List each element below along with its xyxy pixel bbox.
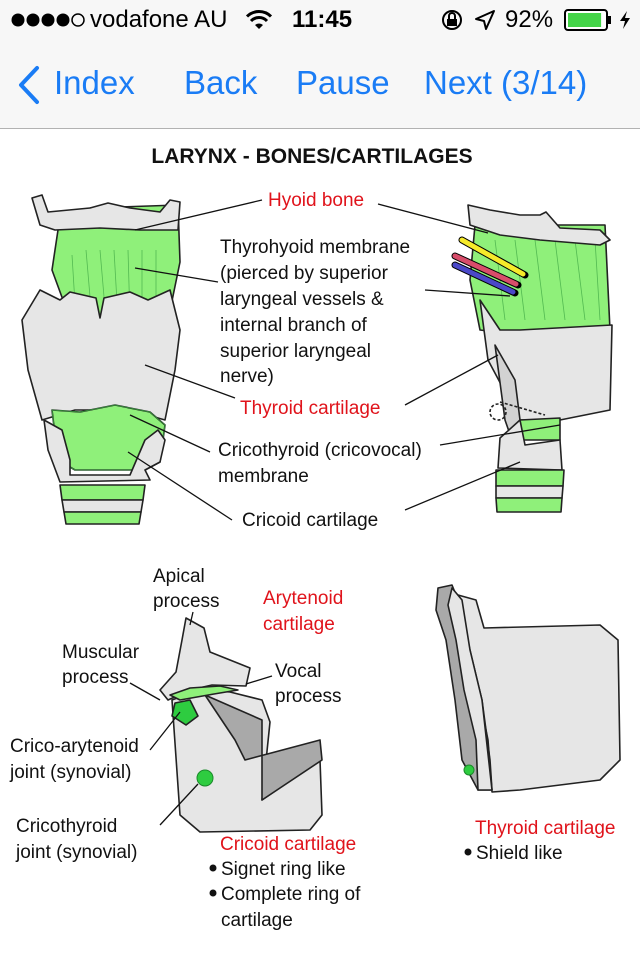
cricoid-label: Cricoid cartilage xyxy=(242,510,378,531)
navigation-bar: Index Back Pause Next (3/14) xyxy=(0,40,640,129)
apical-line-1: Apical xyxy=(153,566,205,587)
cricothyroid-joint-line-2: joint (synovial) xyxy=(15,842,137,863)
status-bar: vodafone AU 11:45 92% xyxy=(0,0,640,40)
larynx-side-view xyxy=(467,204,613,513)
bullet-dot xyxy=(209,889,217,897)
bullet-dot xyxy=(464,848,472,856)
thyrohyoid-line-2: (pierced by superior xyxy=(220,263,389,284)
arytenoid-line-2: cartilage xyxy=(263,614,335,635)
thyrohyoid-line-6: nerve) xyxy=(220,366,274,387)
vocal-line-1: Vocal xyxy=(275,661,321,682)
clock-time: 11:45 xyxy=(292,6,353,33)
lower-leader-lines xyxy=(129,611,273,826)
pause-button[interactable]: Pause xyxy=(296,64,390,101)
cricothyroid-joint-dot xyxy=(196,769,214,787)
figure-title: LARYNX - BONES/CARTILAGES xyxy=(151,145,472,168)
rotation-lock-icon xyxy=(442,10,462,30)
battery-icon xyxy=(564,9,611,31)
cricoid-bullet-2-cont: cartilage xyxy=(221,910,293,931)
cricothyroid-line-2: membrane xyxy=(218,466,309,487)
arytenoid-cricoid-drawing xyxy=(159,617,323,833)
hyoid-label: Hyoid bone xyxy=(268,190,364,211)
charging-bolt-icon xyxy=(620,11,630,29)
muscular-line-1: Muscular xyxy=(62,642,140,663)
crico-arytenoid-line-2: joint (synovial) xyxy=(9,762,131,783)
vocal-line-2: process xyxy=(275,686,342,707)
back-button[interactable]: Back xyxy=(184,64,258,101)
apical-line-2: process xyxy=(153,591,220,612)
superior-laryngeal-vessels-icon xyxy=(451,236,529,297)
bullet-dot xyxy=(209,864,217,872)
thyroid-cartilage-drawing xyxy=(435,584,621,793)
larynx-diagram: LARYNX - BONES/CARTILAGES xyxy=(9,145,621,931)
muscular-line-2: process xyxy=(62,667,129,688)
carrier-name: vodafone AU xyxy=(90,6,228,33)
thyroid-label: Thyroid cartilage xyxy=(240,398,380,419)
thyroid-label-lower: Thyroid cartilage xyxy=(475,818,615,839)
wifi-icon xyxy=(246,10,272,29)
cricothyroid-line-1: Cricothyroid (cricovocal) xyxy=(218,440,422,461)
thyrohyoid-line-3: laryngeal vessels & xyxy=(220,289,384,310)
slide-content: LARYNX - BONES/CARTILAGES xyxy=(0,129,640,960)
battery-percent: 92% xyxy=(505,6,554,33)
crico-arytenoid-line-1: Crico-arytenoid xyxy=(10,736,139,757)
thyrohyoid-line-1: Thyrohyoid membrane xyxy=(220,237,410,258)
signal-strength-icon xyxy=(11,13,85,27)
thyroid-joint-dot xyxy=(463,764,475,776)
index-button[interactable]: Index xyxy=(54,64,135,101)
thyrohyoid-line-5: superior laryngeal xyxy=(220,341,371,362)
cricoid-bullet-1: Signet ring like xyxy=(221,859,346,880)
arytenoid-line-1: Arytenoid xyxy=(263,588,343,609)
cricothyroid-joint-line-1: Cricothyroid xyxy=(16,816,117,837)
chevron-left-icon[interactable] xyxy=(15,65,41,105)
thyroid-bullet-1: Shield like xyxy=(476,843,563,864)
larynx-front-view xyxy=(21,194,181,525)
location-arrow-icon xyxy=(475,10,495,30)
cricoid-label-lower: Cricoid cartilage xyxy=(220,834,356,855)
upper-leader-lines xyxy=(127,199,561,521)
thyrohyoid-line-4: internal branch of xyxy=(220,315,368,336)
cricoid-bullet-2: Complete ring of xyxy=(221,884,361,905)
next-button[interactable]: Next (3/14) xyxy=(424,64,588,101)
